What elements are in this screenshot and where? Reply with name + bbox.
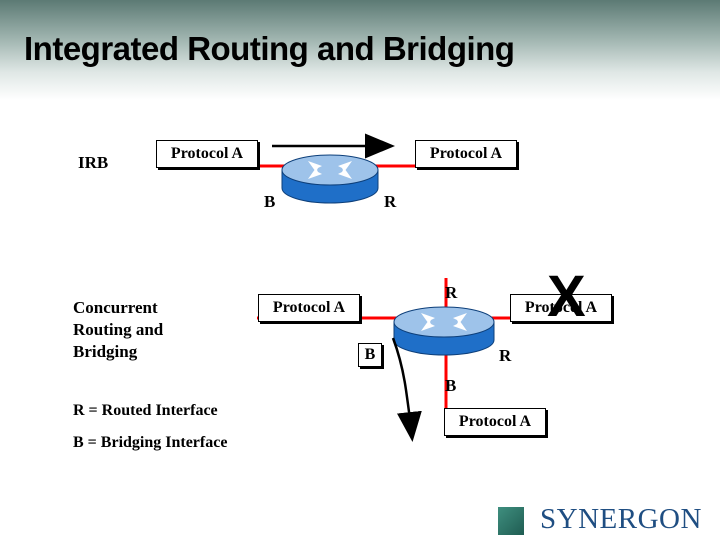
concurrent-router-icon <box>393 306 495 356</box>
concurrent-flow-arrow <box>391 337 422 442</box>
legend-routed: R = Routed Interface <box>73 402 218 419</box>
concurrent-label-line3: Bridging <box>73 342 138 361</box>
concurrent-protocol-right: Protocol A <box>510 294 612 322</box>
concurrent-protocol-left: Protocol A <box>258 294 360 322</box>
irb-protocol-right: Protocol A <box>415 140 517 168</box>
concurrent-label-line1: Concurrent <box>73 298 158 317</box>
concurrent-port-b-left: B <box>358 343 382 367</box>
irb-port-b: B <box>264 192 276 211</box>
irb-protocol-left: Protocol A <box>156 140 258 168</box>
legend-bridging: B = Bridging Interface <box>73 434 228 451</box>
concurrent-protocol-bottom: Protocol A <box>444 408 546 436</box>
synergon-logo-icon <box>498 507 524 535</box>
blocked-x-mark: X <box>547 264 586 329</box>
irb-label: IRB <box>78 153 109 172</box>
synergon-logo-text: SYNERGON <box>540 503 702 535</box>
irb-router-icon <box>281 154 379 204</box>
concurrent-label-line2: Routing and <box>73 320 164 339</box>
title-band <box>0 0 720 100</box>
irb-port-r: R <box>384 192 397 211</box>
slide-title: Integrated Routing and Bridging <box>24 30 515 67</box>
concurrent-port-r-right: R <box>499 346 512 365</box>
concurrent-port-b-bottom: B <box>445 376 457 395</box>
concurrent-port-r-top: R <box>445 283 458 302</box>
